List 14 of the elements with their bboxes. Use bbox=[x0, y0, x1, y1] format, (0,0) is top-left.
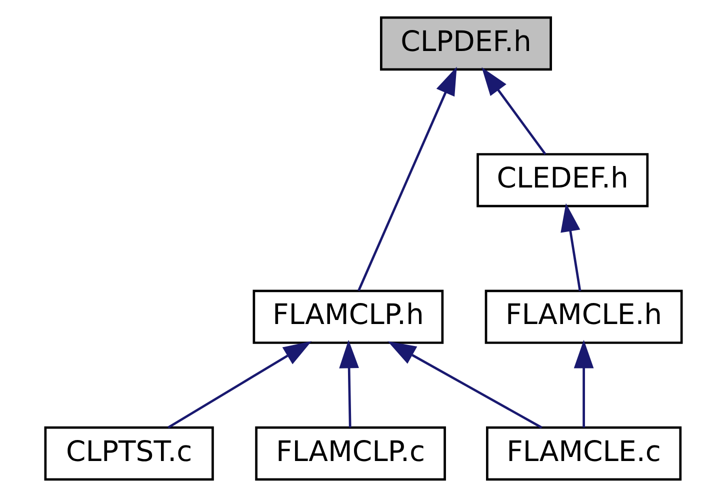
node-box: CLEDEF.h bbox=[476, 153, 648, 208]
node-box: FLAMCLE.c bbox=[486, 426, 682, 481]
arrow bbox=[167, 341, 312, 429]
node-box: FLAMCLP.h bbox=[252, 290, 444, 344]
arrow bbox=[573, 340, 594, 428]
node-box: FLAMCLP.c bbox=[254, 426, 446, 481]
node-box: CLPDEF.h bbox=[380, 16, 552, 71]
node-box: FLAMCLE.h bbox=[484, 290, 682, 344]
arrow bbox=[387, 341, 542, 429]
arrow bbox=[357, 66, 456, 292]
node-box: CLPTST.c bbox=[44, 426, 214, 481]
arrow bbox=[560, 203, 581, 292]
arrow bbox=[481, 67, 546, 155]
arrow bbox=[338, 340, 358, 428]
